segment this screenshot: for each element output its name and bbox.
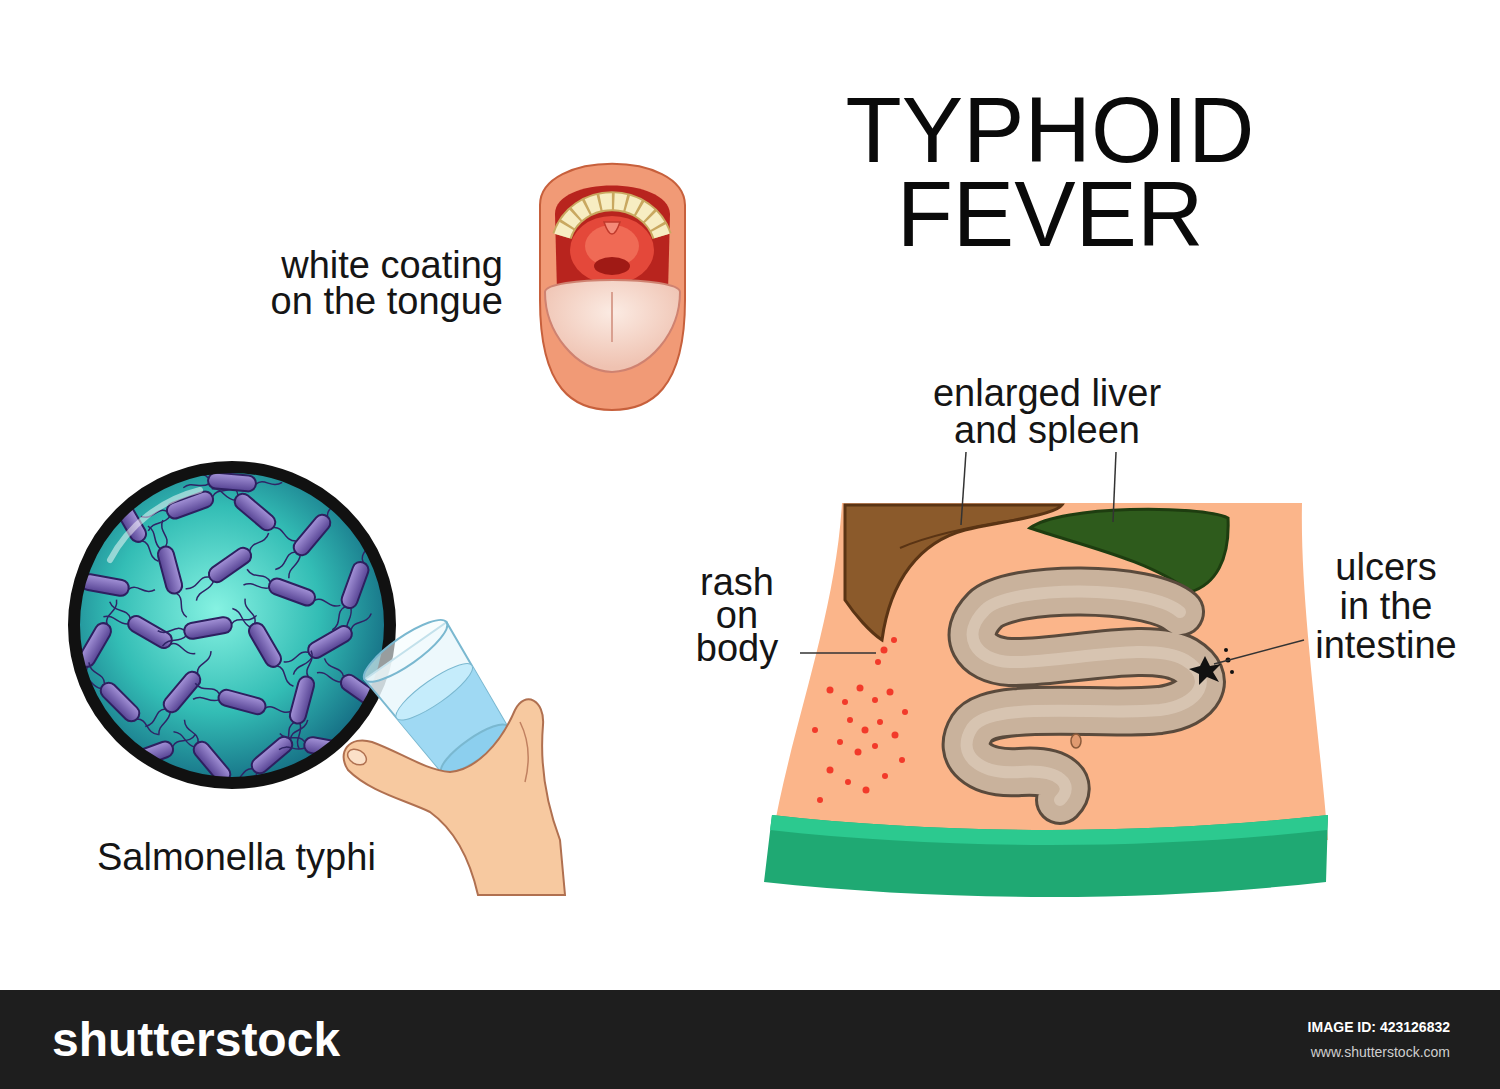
microscope-view-part-part (102, 600, 198, 666)
mouth-illustration-part (562, 201, 662, 236)
mouth-illustration-part (570, 216, 654, 284)
skin-rash-part (812, 727, 818, 733)
mouth-illustration-part (555, 186, 670, 293)
torso-illustration-part (770, 815, 1328, 845)
callout-label: Salmonella typhi (97, 838, 427, 876)
torso-illustration (764, 503, 1328, 897)
callout-label: rash on body (672, 566, 802, 665)
microscope-view-part-part (157, 611, 259, 646)
skin-rash-part (862, 727, 869, 734)
torso-illustration-part (900, 519, 1020, 548)
torso-illustration-part (967, 591, 1201, 800)
mouth-illustration-part (604, 222, 620, 234)
skin-rash-part (877, 719, 883, 725)
microscope-view-part (110, 490, 200, 560)
skin-rash-part (892, 732, 899, 739)
skin-rash-part (899, 757, 905, 763)
water-glass-part (357, 611, 455, 691)
skin-rash-part (855, 749, 862, 756)
mouth-illustration-part (611, 292, 613, 342)
footer-text: shutterstock (52, 1012, 472, 1068)
skin-rash (812, 637, 908, 803)
torso-illustration-part (764, 815, 1328, 897)
footer-band: shutterstock IMAGE ID: 423126832 www.shutt… (0, 990, 1500, 1089)
torso-illustration-part (772, 503, 1328, 840)
skin-rash-part (902, 709, 908, 715)
torso-illustration-part (967, 591, 1201, 800)
skin-rash-part (827, 767, 834, 774)
leader-lines-part (1113, 452, 1116, 522)
skin-rash-part (882, 773, 888, 779)
microscope-view-part-part (184, 530, 276, 602)
skin-rash-part (891, 637, 897, 643)
skin-rash-part (875, 659, 881, 665)
skin-rash-part (817, 797, 823, 803)
skin-rash-part (857, 685, 864, 692)
skin-rash-part (863, 787, 870, 794)
microscope-view-part-part (54, 568, 156, 603)
hand-illustration (344, 699, 565, 895)
hand-illustration-part (344, 699, 565, 895)
skin-rash-part (842, 699, 848, 705)
callout-label: ulcers in the intestine (1286, 548, 1486, 665)
callout-label: enlarged liver and spleen (887, 375, 1207, 449)
leader-lines-part (961, 452, 966, 525)
microscope-view-part-part (281, 650, 324, 751)
microscope-view-part-part (231, 598, 297, 694)
footer-text: IMAGE ID: 423126832 (1200, 1018, 1450, 1036)
microscope-view-part-part (172, 719, 250, 807)
hand-illustration-part (345, 746, 369, 768)
skin-rash-part (827, 687, 834, 694)
microscope-view-part (74, 467, 390, 783)
skin-rash-part (847, 717, 853, 723)
microscope-view (54, 467, 408, 807)
mouth-illustration-part (562, 201, 662, 236)
torso-illustration-part (967, 591, 1201, 800)
torso-illustration-part (1224, 648, 1228, 652)
skin-rash-part (872, 743, 878, 749)
footer-text: www.shutterstock.com (1200, 1043, 1450, 1061)
mouth-illustration-part (594, 257, 630, 275)
callout-label: white coating on the tongue (203, 247, 503, 319)
hand-illustration-part (520, 722, 528, 782)
diagram-title: TYPHOID FEVER (820, 88, 1280, 256)
mouth-illustration-part (545, 280, 680, 372)
microscope-view-part-part (191, 681, 292, 724)
torso-illustration-part (1230, 670, 1234, 674)
torso-illustration-part (1189, 656, 1221, 685)
skin-rash-part (887, 689, 894, 696)
leader-lines (800, 452, 1304, 664)
leader-lines-part (800, 652, 876, 654)
mouth-illustration-part (540, 164, 685, 410)
skin-rash-part (845, 779, 851, 785)
skin-rash-part (881, 647, 888, 654)
microscope-view-part-part (147, 520, 190, 621)
mouth-illustration (540, 164, 685, 410)
torso-illustration-part (1071, 734, 1081, 748)
leader-lines-part (1214, 640, 1304, 664)
skin-rash-part (872, 697, 878, 703)
microscope-view-part-part (242, 567, 342, 618)
skin-rash-part (837, 739, 843, 745)
microscope-view-part-part (144, 649, 222, 737)
